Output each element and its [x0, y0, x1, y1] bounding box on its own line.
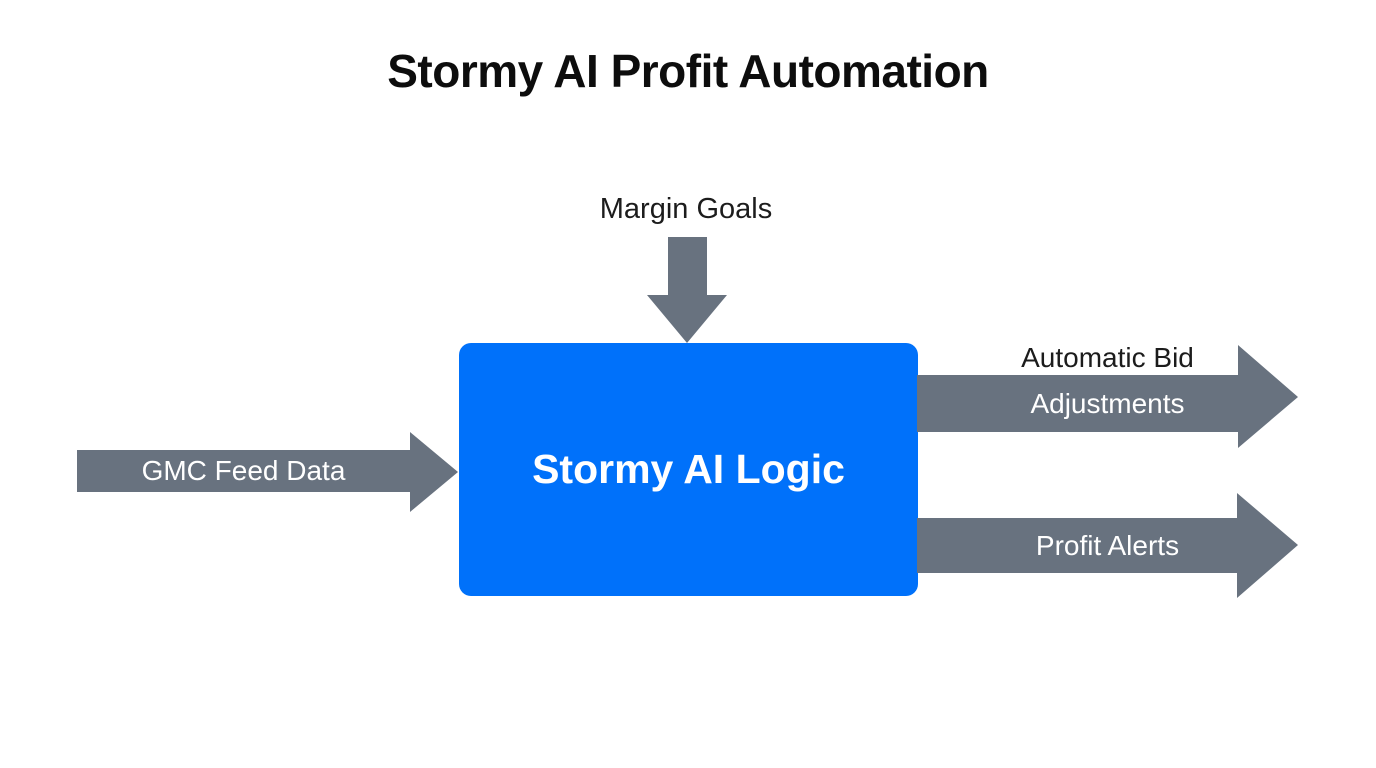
stormy-ai-logic-node: Stormy AI Logic: [459, 343, 918, 596]
profit-alerts-right-arrow-icon: Profit Alerts: [917, 493, 1298, 598]
stormy-ai-logic-label: Stormy AI Logic: [532, 446, 845, 492]
page-title: Stormy AI Profit Automation: [387, 45, 989, 97]
profit-alerts-label: Profit Alerts: [1035, 529, 1180, 561]
gmc-feed-label: GMC Feed Data: [141, 455, 346, 486]
bid-adjustments-label-line2: Adjustments: [1030, 387, 1185, 419]
gmc-feed-right-arrow-icon: GMC Feed Data: [77, 432, 458, 512]
bid-adjustments-label-line1: Automatic Bid: [1021, 342, 1194, 373]
margin-goals-down-arrow-icon: [647, 237, 727, 343]
margin-goals-label: Margin Goals: [599, 193, 773, 225]
